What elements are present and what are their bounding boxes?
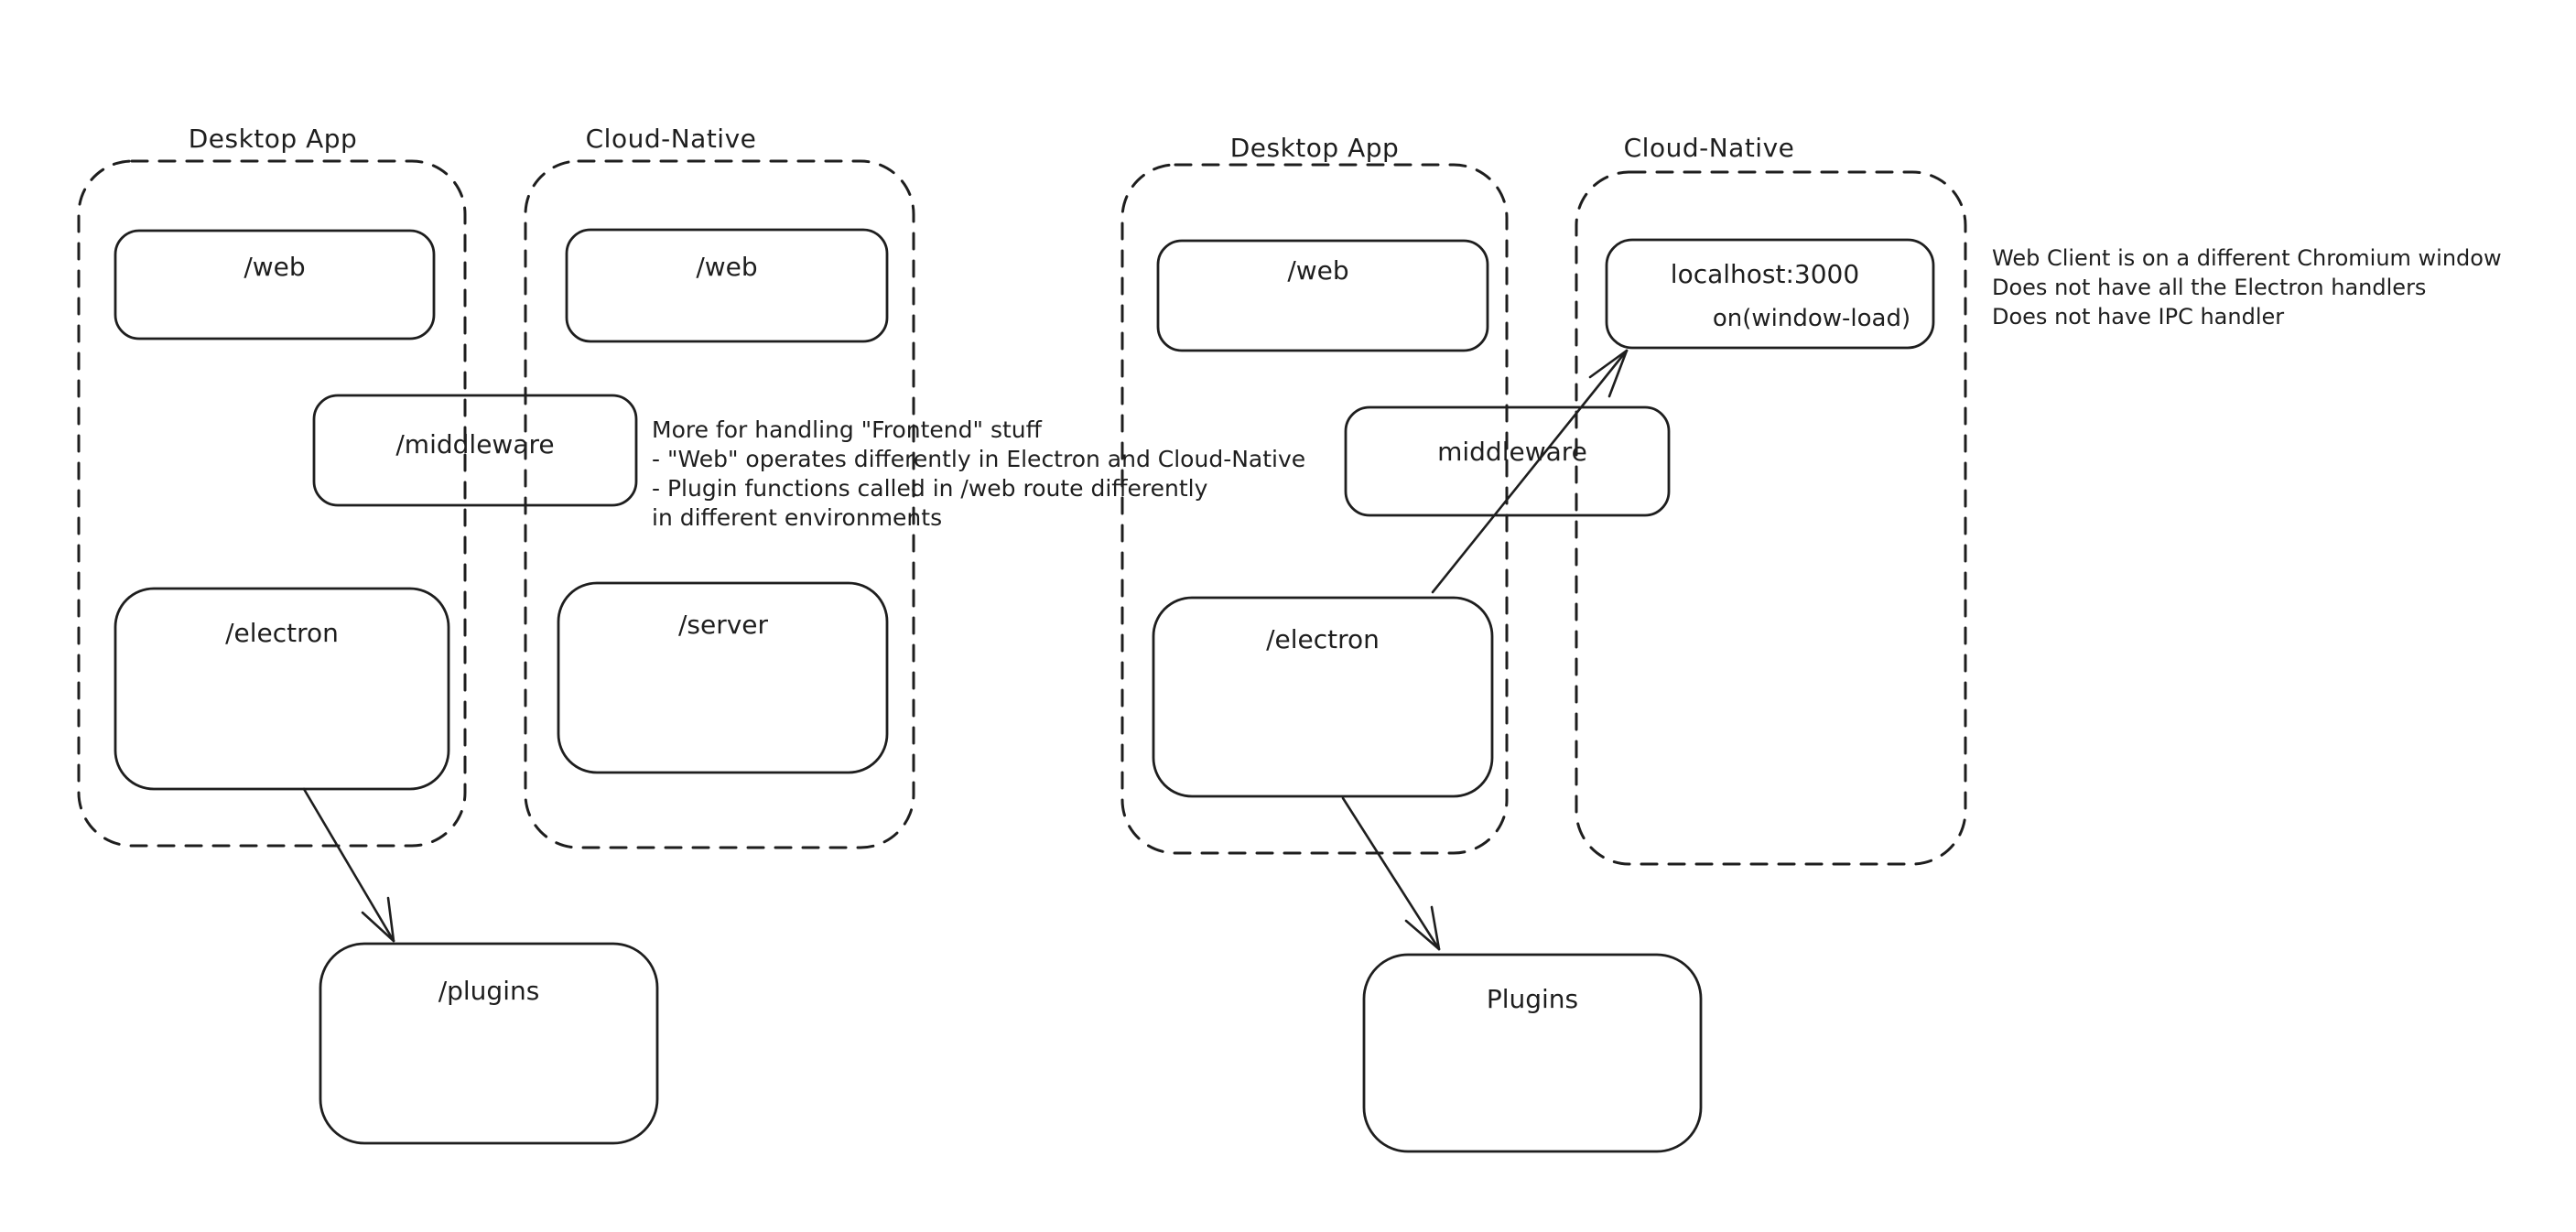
right-localhost-box	[1605, 238, 1935, 350]
left-web-desktop-label: /web	[244, 252, 305, 282]
left-middleware-box	[312, 394, 638, 507]
left-electron-box	[114, 587, 450, 791]
left-web-cloud-box	[565, 228, 889, 343]
left-electron-label: /electron	[225, 618, 339, 648]
red-note-line-2: Does not have all the Electron handlers	[1992, 275, 2426, 300]
green-note-line-1: More for handling "Frontend" stuff	[652, 416, 1043, 443]
green-note-line-2: - "Web" operates differently in Electron…	[652, 446, 1305, 472]
red-note-line-3: Does not have IPC handler	[1992, 304, 2284, 330]
left-cloud-native-title: Cloud-Native	[586, 124, 757, 154]
left-plugins-box	[319, 942, 659, 1145]
right-desktop-app-container	[1120, 163, 1509, 855]
right-on-window-load-label: on(window-load)	[1713, 305, 1910, 332]
right-electron-label: /electron	[1266, 624, 1380, 654]
right-middleware-box	[1344, 405, 1671, 517]
right-plugins-label: Plugins	[1487, 984, 1578, 1014]
green-note-line-3: - Plugin functions called in /web route …	[652, 475, 1208, 502]
green-note-line-4: in different environments	[652, 504, 942, 531]
right-web-box	[1156, 239, 1489, 352]
right-cloud-native-container	[1575, 170, 1967, 866]
left-server-label: /server	[678, 610, 769, 640]
red-note: Web Client is on a different Chromium wi…	[1992, 245, 2502, 330]
left-middleware-label: /middleware	[395, 429, 554, 459]
left-server-box	[557, 581, 889, 774]
left-electron-to-plugins-arrow	[302, 787, 395, 943]
right-web-label: /web	[1287, 255, 1348, 286]
right-plugins-box	[1362, 953, 1703, 1153]
left-web-desktop-box	[114, 229, 436, 340]
right-electron-box	[1152, 596, 1494, 798]
left-desktop-app-title: Desktop App	[189, 124, 358, 154]
right-cloud-native-title: Cloud-Native	[1624, 133, 1795, 163]
red-note-line-1: Web Client is on a different Chromium wi…	[1992, 245, 2502, 271]
left-desktop-app-container	[77, 159, 467, 848]
left-web-cloud-label: /web	[696, 252, 757, 282]
right-middleware-label: middleware	[1437, 437, 1587, 467]
right-electron-to-plugins-arrow	[1341, 796, 1441, 951]
right-desktop-app-title: Desktop App	[1230, 133, 1400, 163]
right-electron-to-localhost-arrow	[1431, 349, 1629, 594]
right-localhost-label: localhost:3000	[1671, 259, 1859, 289]
green-note: More for handling "Frontend" stuff - "We…	[652, 416, 1305, 531]
left-plugins-label: /plugins	[438, 976, 540, 1006]
